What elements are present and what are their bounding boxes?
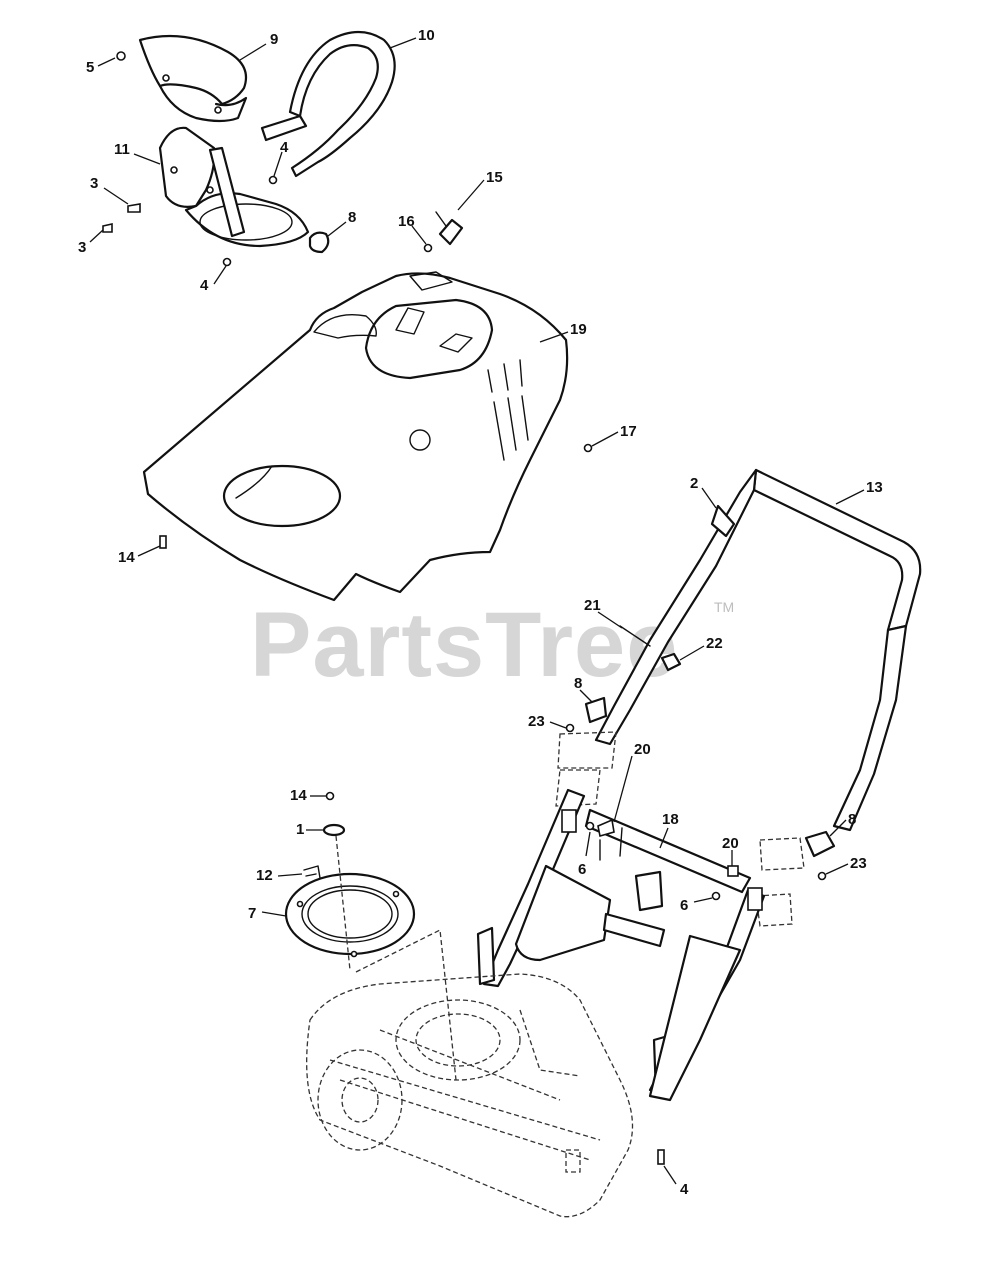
callout-1: 1 — [296, 821, 304, 838]
bolt-20-right — [727, 865, 739, 877]
bolt-20-left — [597, 818, 615, 838]
callout-15: 15 — [486, 169, 503, 186]
nut-6-right — [711, 891, 721, 901]
carriage-bolt-21 — [619, 625, 651, 647]
lower-handle-frame — [476, 788, 766, 1102]
handle-bracket-right — [747, 887, 763, 911]
bolt-3b — [102, 223, 113, 233]
callout-17: 17 — [620, 423, 637, 440]
callout-23-right: 23 — [850, 855, 867, 872]
callout-20-right: 20 — [722, 835, 739, 852]
washer-1 — [322, 823, 346, 837]
spring-clip-12 — [303, 865, 321, 879]
wing-knob-8-top — [308, 231, 330, 254]
bolt-23-left — [565, 723, 575, 733]
callout-6-right: 6 — [680, 897, 688, 914]
watermark-text: PartsTree — [250, 594, 678, 696]
callout-2: 2 — [690, 475, 698, 492]
handle-bracket-left — [561, 809, 577, 833]
callout-9: 9 — [270, 31, 278, 48]
screw-14-shroud — [159, 535, 167, 549]
engine-shroud — [142, 271, 569, 602]
callout-3-upper: 3 — [90, 175, 98, 192]
handle-knobs — [555, 696, 836, 927]
callout-21: 21 — [584, 597, 601, 614]
chute-ring-7 — [284, 872, 416, 956]
clip-15 — [438, 218, 464, 246]
callouts: 5 9 10 11 4 3 3 8 4 16 15 19 17 14 2 13 — [78, 27, 883, 1198]
callout-12: 12 — [256, 867, 273, 884]
callout-20-left: 20 — [634, 741, 651, 758]
callout-13: 13 — [866, 479, 883, 496]
callout-16: 16 — [398, 213, 415, 230]
callout-4-lower: 4 — [200, 277, 209, 294]
screw-4-top — [268, 175, 278, 185]
callout-14-ring: 14 — [290, 787, 307, 804]
callout-7: 7 — [248, 905, 256, 922]
bolt-3a — [127, 203, 141, 213]
watermark: PartsTree TM — [250, 594, 734, 696]
chute-hardware — [102, 51, 330, 267]
callout-8-right: 8 — [848, 811, 856, 828]
callout-11: 11 — [114, 141, 130, 158]
bolt-4-bottom — [657, 1149, 665, 1165]
callout-4-bottom: 4 — [680, 1181, 689, 1198]
callout-23-left: 23 — [528, 713, 545, 730]
callout-8-left: 8 — [574, 675, 582, 692]
shroud-hardware — [159, 211, 593, 549]
chute-deflector — [138, 34, 248, 123]
screw-14-ring — [325, 791, 335, 801]
watermark-trademark: TM — [714, 599, 734, 615]
callout-10: 10 — [418, 27, 435, 44]
screw-4-lower — [222, 257, 232, 267]
callout-14-shroud: 14 — [118, 549, 135, 566]
callout-6-left: 6 — [578, 861, 586, 878]
callout-8-chute: 8 — [348, 209, 356, 226]
wing-knob-8-right — [804, 830, 836, 858]
callout-19: 19 — [570, 321, 587, 338]
callout-22: 22 — [706, 635, 723, 652]
chute-handle — [260, 30, 396, 178]
callout-18: 18 — [662, 811, 679, 828]
upper-handle — [594, 468, 922, 832]
clip-22 — [660, 652, 682, 672]
callout-3-lower: 3 — [78, 239, 86, 256]
hex-nut-5 — [116, 51, 126, 61]
wing-knob-8-left — [584, 696, 608, 724]
nut-6-left — [585, 821, 595, 831]
callout-4-top: 4 — [280, 139, 289, 156]
screw-16 — [423, 243, 433, 253]
frame-hardware — [585, 818, 739, 1165]
screw-17 — [583, 443, 593, 453]
cable-guide-2 — [710, 504, 736, 538]
chute-body — [158, 126, 310, 248]
callout-5: 5 — [86, 59, 94, 76]
auger-housing-reference — [306, 973, 634, 1218]
bolt-23-right — [817, 871, 827, 881]
chute-ring-assembly — [284, 791, 457, 1081]
